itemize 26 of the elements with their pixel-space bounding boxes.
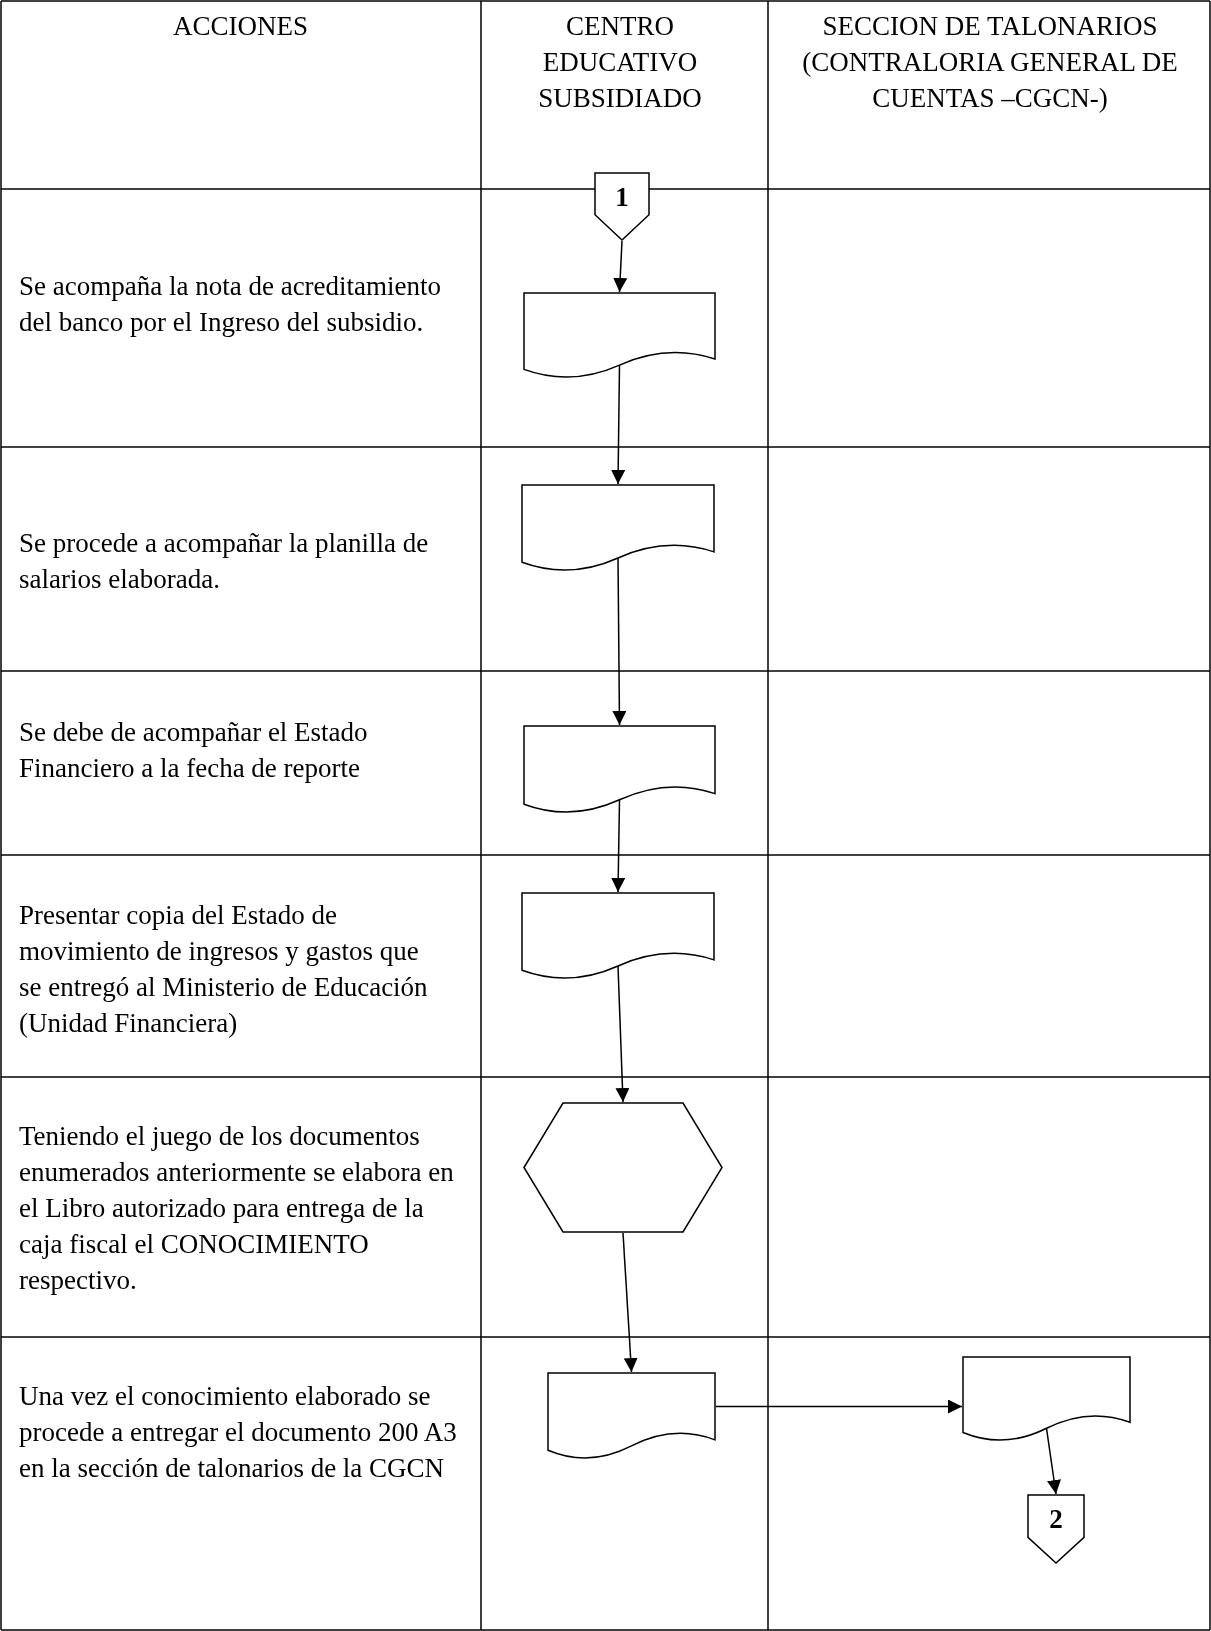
document-shape bbox=[547, 1372, 716, 1459]
arrow bbox=[622, 1232, 638, 1373]
column-header: SECCION DE TALONARIOS (CONTRALORIA GENERAL DE CUENTAS –CGCN-) bbox=[801, 10, 1179, 115]
document-shape bbox=[521, 484, 715, 571]
action-description: Se debe de acompañar el Estado Financiero a la fecha de reporte bbox=[19, 716, 369, 785]
arrow bbox=[613, 240, 628, 293]
arrow bbox=[615, 965, 630, 1103]
arrow bbox=[612, 557, 627, 726]
document-shape bbox=[523, 725, 716, 813]
column-header: ACCIONES bbox=[172, 10, 309, 43]
action-description: Una vez el conocimiento elaborado se procede a entregar el documento 200 A3 en la sección de talonarios de la CGCN bbox=[19, 1380, 458, 1485]
document-shape bbox=[962, 1356, 1131, 1441]
column-header: CENTRO EDUCATIVO SUBSIDIADO bbox=[537, 10, 703, 115]
off-page-connector: 1 bbox=[594, 172, 650, 241]
document-shape bbox=[521, 892, 715, 979]
action-description: Teniendo el juego de los documentos enumerados anteriormente se elabora en el Libro autorizado para entrega de la caja fiscal el CONOCIMIENTO respectivo. bbox=[19, 1120, 455, 1297]
arrow bbox=[611, 364, 626, 485]
document-shape bbox=[523, 292, 716, 378]
action-description: Se acompaña la nota de acreditamiento del banco por el Ingreso del subsidio. bbox=[19, 270, 443, 339]
off-page-connector: 2 bbox=[1027, 1494, 1085, 1564]
arrow bbox=[715, 1399, 963, 1414]
action-description: Se procede a acompañar la planilla de salarios elaborada. bbox=[19, 527, 430, 596]
arrow bbox=[1045, 1427, 1061, 1495]
arrow bbox=[611, 799, 626, 893]
action-description: Presentar copia del Estado de movimiento de ingresos y gastos que se entregó al Ministerio de Educación (Unidad Financiera) bbox=[19, 899, 429, 1040]
hexagon-shape bbox=[523, 1102, 723, 1233]
